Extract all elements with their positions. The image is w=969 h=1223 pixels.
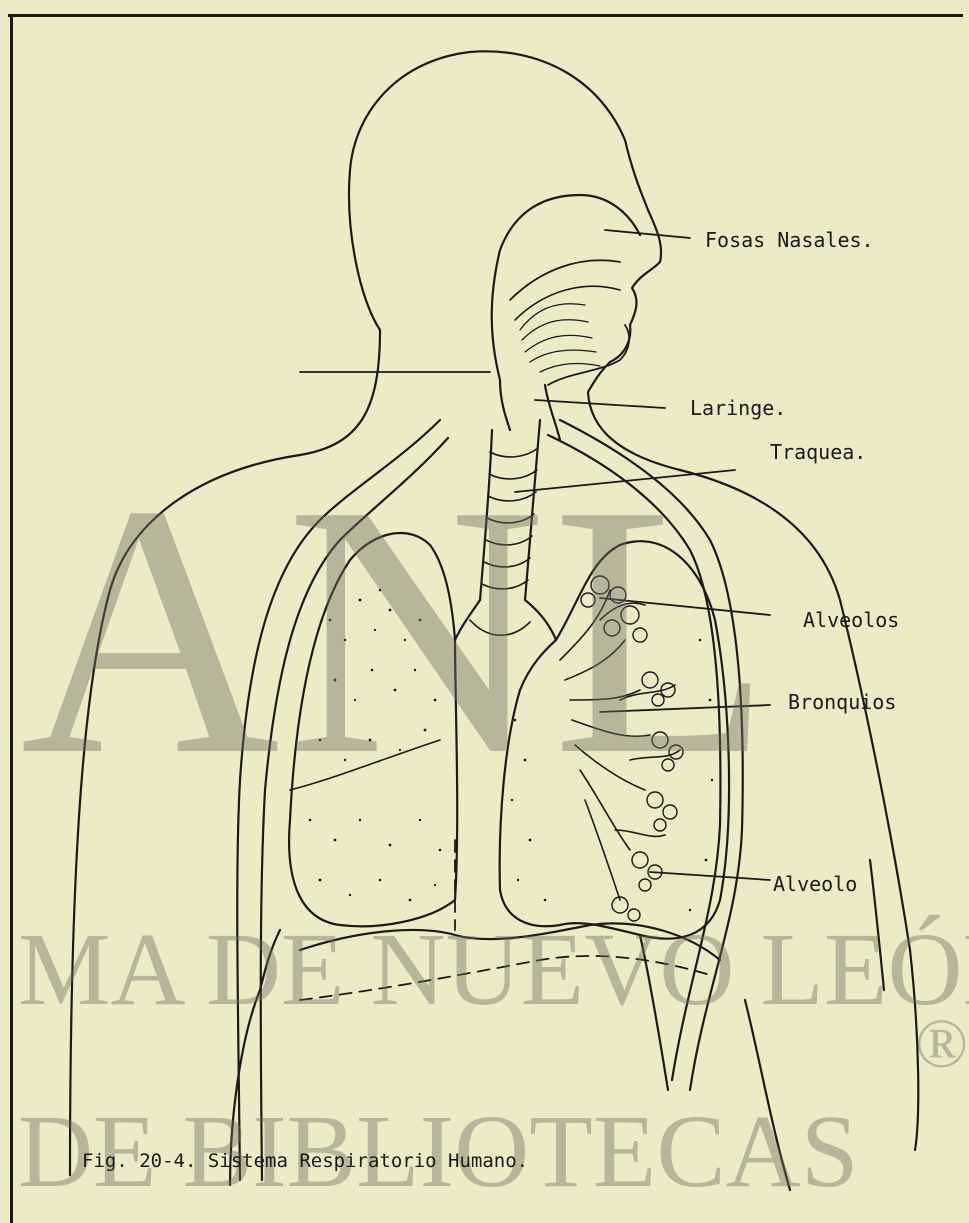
watermark-registered: ® <box>915 1010 968 1080</box>
oral-cavity-folds <box>520 304 600 372</box>
leader-alveolo <box>650 872 770 880</box>
watermark-line-1: ANL <box>20 450 778 810</box>
label-laringe: Laringe. <box>690 396 786 420</box>
leader-fosas-nasales <box>605 230 690 238</box>
label-alveolos: Alveolos <box>803 608 899 632</box>
label-fosas-nasales: Fosas Nasales. <box>705 228 874 252</box>
label-traquea: Traquea. <box>770 440 866 464</box>
nasal-cavity-inner <box>515 286 620 320</box>
nasal-cavity <box>510 260 620 300</box>
tongue <box>548 325 629 385</box>
pharynx-back <box>500 380 510 430</box>
leader-laringe <box>535 400 665 408</box>
label-bronquios: Bronquios <box>788 690 896 714</box>
label-alveolo: Alveolo <box>773 872 857 896</box>
figure-caption: Fig. 20-4. Sistema Respiratorio Humano. <box>82 1150 528 1172</box>
watermark-line-2: MA DE NUEVO LEÓN <box>18 918 969 1022</box>
head-interior-outline <box>492 195 640 380</box>
